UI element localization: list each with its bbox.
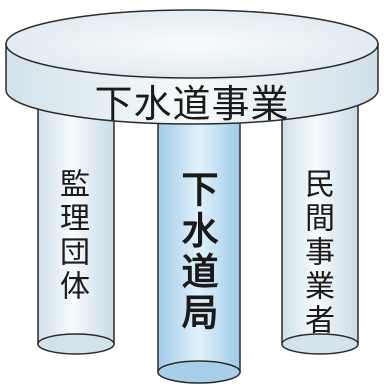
table-top [5, 9, 379, 125]
table-top-label: 下水道事業 [94, 82, 290, 126]
pillar-center [157, 99, 241, 384]
pillar-left [37, 99, 115, 355]
pillar-center-label: 下水道局 [175, 170, 218, 334]
pillar-right-label: 民間事業者 [299, 168, 334, 338]
pillar-left-label: 監理団体 [54, 168, 89, 304]
